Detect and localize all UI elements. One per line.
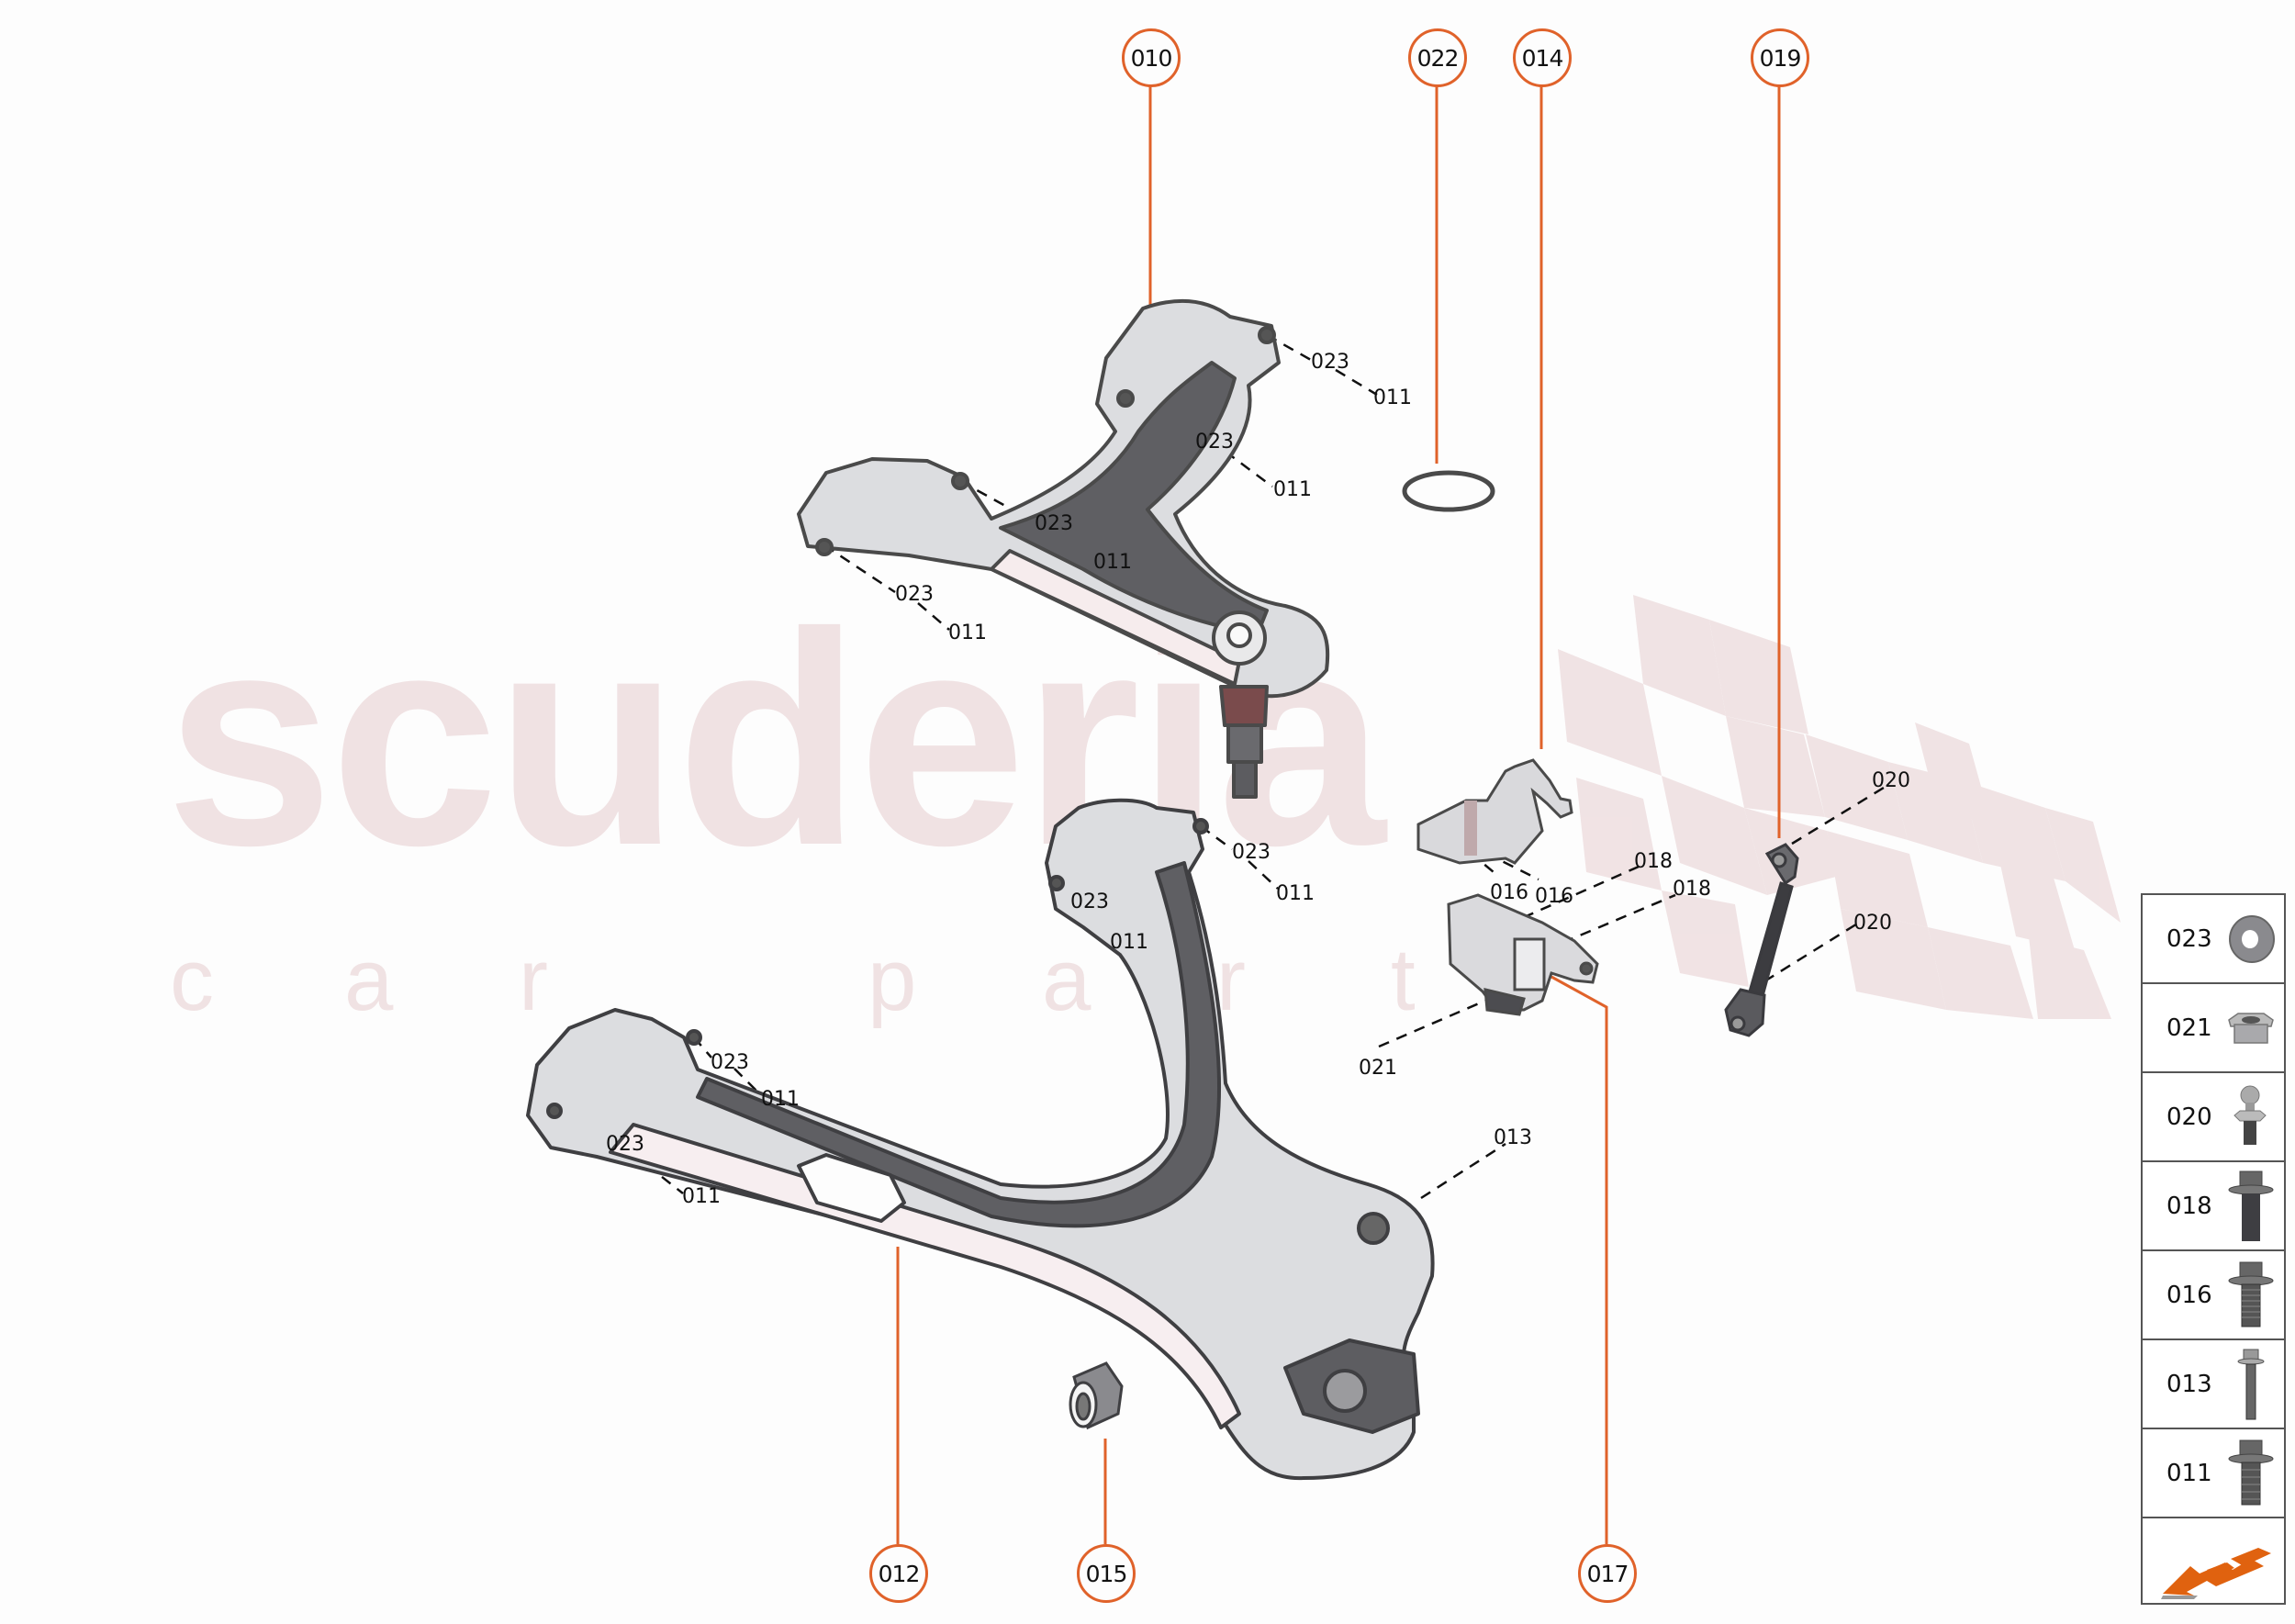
- fastener-label: 011: [1110, 931, 1148, 954]
- fastener-label: 011: [1373, 386, 1412, 409]
- legend-row-018[interactable]: 018: [2143, 1162, 2284, 1251]
- ball-stud-icon: [2233, 1085, 2267, 1145]
- legend-row-016[interactable]: 016: [2143, 1251, 2284, 1340]
- long-hex-bolt-icon: [2237, 1349, 2265, 1420]
- fastener-label: 011: [1093, 551, 1132, 574]
- flange-nut-icon: [2228, 1013, 2274, 1044]
- callout-017[interactable]: 017: [1578, 1544, 1637, 1603]
- fastener-label: 023: [1232, 841, 1271, 864]
- fastener-label: 023: [1195, 431, 1234, 454]
- watermark-letter: a: [1042, 931, 1092, 1029]
- hex-flange-bolt-threaded-icon: [2228, 1261, 2274, 1327]
- sensor-bracket-014: [1416, 758, 1573, 865]
- fastener-label: 013: [1494, 1126, 1532, 1149]
- watermark-letter: c: [170, 931, 214, 1029]
- direction-arrow-icon: [2161, 1548, 2271, 1599]
- fastener-label: 011: [1273, 478, 1312, 501]
- legend-code: 020: [2166, 1103, 2212, 1131]
- watermark-letter: r: [519, 931, 548, 1029]
- legend-row-011[interactable]: 011: [2143, 1429, 2284, 1518]
- fastener-label: 016: [1535, 885, 1573, 908]
- sensor-link-rod-019: [1724, 843, 1799, 1037]
- fastener-label: 016: [1490, 881, 1528, 904]
- fastener-label: 011: [1276, 882, 1315, 905]
- lower-control-arm-012: [526, 798, 1435, 1481]
- fastener-label: 018: [1673, 878, 1711, 901]
- fastener-label: 011: [761, 1088, 800, 1111]
- fastener-label: 011: [682, 1185, 721, 1208]
- fastener-label: 023: [1035, 512, 1073, 535]
- hex-flange-bolt-icon: [2228, 1439, 2274, 1506]
- callout-010[interactable]: 010: [1122, 28, 1181, 87]
- o-ring-022: [1402, 470, 1495, 512]
- checkered-flag-watermark: [1558, 595, 2121, 1019]
- legend-code: 016: [2166, 1281, 2212, 1309]
- watermark-letter: t: [1391, 931, 1416, 1029]
- fastener-label: 020: [1872, 769, 1910, 792]
- hex-flange-bolt-plain-icon: [2228, 1170, 2274, 1241]
- legend-code: 018: [2166, 1192, 2212, 1220]
- fastener-label: 023: [895, 583, 934, 606]
- legend-code: 023: [2166, 924, 2212, 953]
- watermark-letter: p: [868, 931, 917, 1029]
- callout-015[interactable]: 015: [1077, 1544, 1136, 1603]
- callout-leaders: [896, 85, 1781, 1544]
- fastener-label: 020: [1853, 912, 1892, 935]
- bushing-015: [1069, 1361, 1124, 1430]
- fastener-label: 018: [1634, 850, 1673, 873]
- fastener-label: 023: [606, 1133, 644, 1156]
- fastener-label: 023: [1070, 890, 1109, 913]
- washer-icon: [2229, 915, 2275, 963]
- fastener-label: 023: [1311, 351, 1349, 374]
- upper-control-arm-010: [797, 298, 1330, 799]
- legend-row-021[interactable]: 021: [2143, 984, 2284, 1073]
- legend-code: 021: [2166, 1014, 2212, 1042]
- fastener-label: 021: [1359, 1057, 1397, 1080]
- callout-019[interactable]: 019: [1751, 28, 1809, 87]
- height-sensor-017: [1447, 893, 1599, 1016]
- watermark-letter: a: [344, 931, 394, 1029]
- fastener-label: 011: [948, 622, 987, 644]
- direction-arrow-button[interactable]: [2143, 1518, 2284, 1603]
- fastener-label: 023: [711, 1051, 749, 1074]
- watermark-letter: r: [1216, 931, 1246, 1029]
- legend-row-023[interactable]: 023: [2143, 895, 2284, 984]
- fastener-legend: 023 021 020 018 016 013 011: [2141, 893, 2286, 1605]
- callout-014[interactable]: 014: [1513, 28, 1572, 87]
- legend-row-020[interactable]: 020: [2143, 1073, 2284, 1162]
- legend-code: 013: [2166, 1370, 2212, 1398]
- legend-row-013[interactable]: 013: [2143, 1340, 2284, 1429]
- callout-012[interactable]: 012: [869, 1544, 928, 1603]
- legend-code: 011: [2166, 1459, 2212, 1487]
- callout-022[interactable]: 022: [1408, 28, 1467, 87]
